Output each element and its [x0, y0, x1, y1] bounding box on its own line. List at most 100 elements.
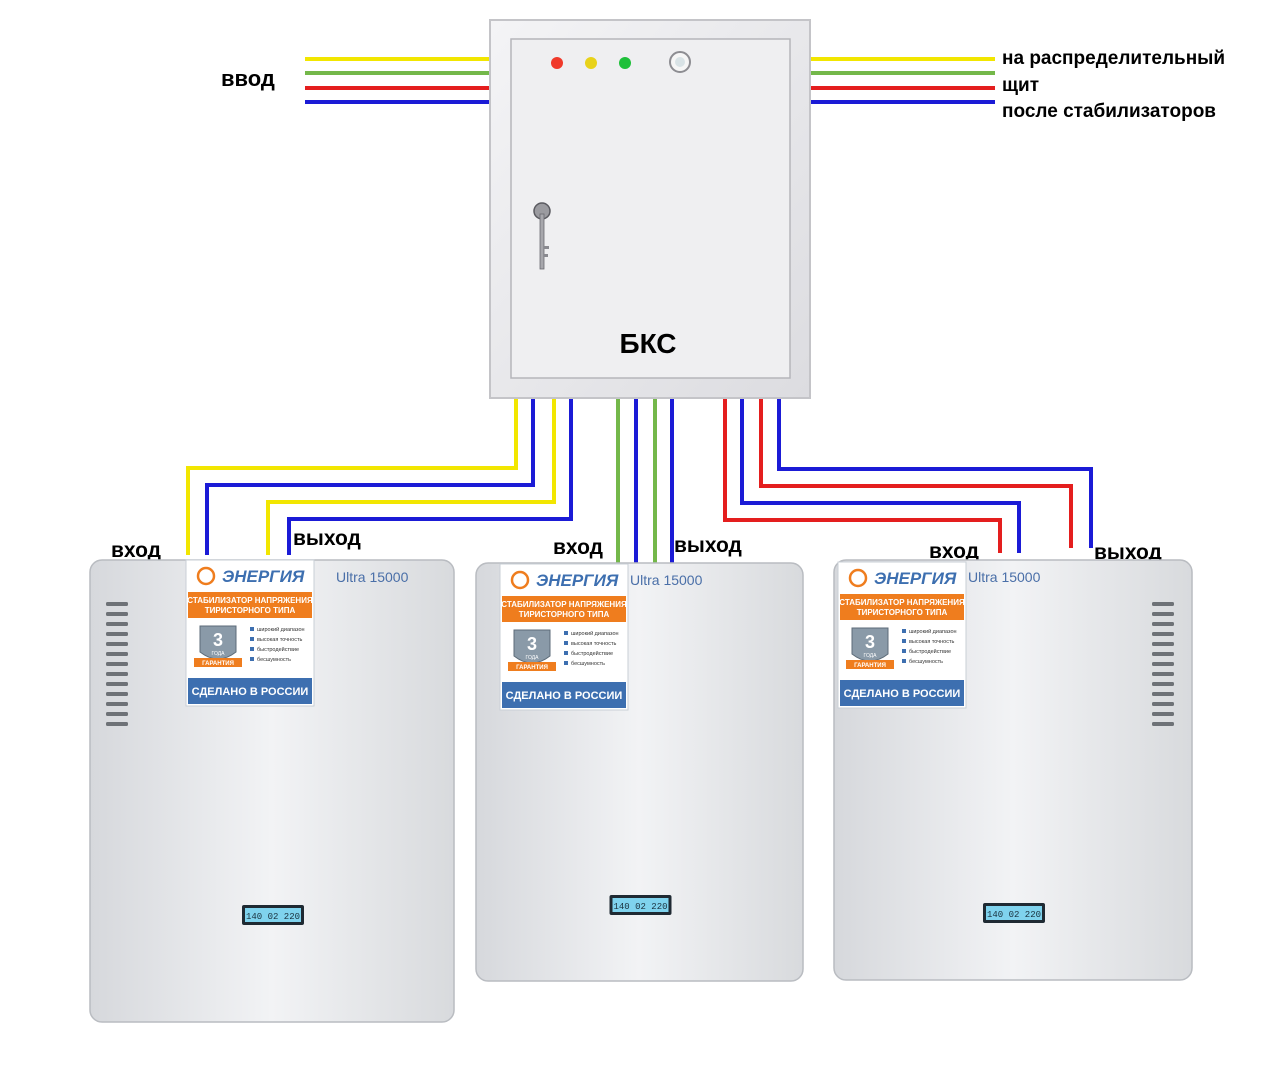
stab1-out-label: выход — [293, 527, 361, 550]
vent-slot — [1152, 642, 1174, 646]
vent-slot — [106, 672, 128, 676]
feature-item: широкий диапазон — [257, 626, 305, 633]
warranty-ribbon — [508, 662, 556, 671]
warranty-word: ГОДА — [864, 653, 878, 659]
main-output-wires — [810, 57, 995, 104]
brand-logo-icon — [848, 568, 868, 588]
feature-bullet-icon — [564, 651, 568, 655]
stab3-in-label: вход — [929, 540, 979, 563]
type-line-1: СТАБИЛИЗАТОР НАПРЯЖЕНИЯ — [187, 596, 313, 605]
key-lock-icon — [533, 202, 551, 270]
type-banner — [188, 592, 312, 618]
wire-yellow-out — [266, 398, 556, 555]
vent-slot — [106, 702, 128, 706]
vent-slot — [1152, 652, 1174, 656]
bks-cabinet: БКС — [489, 19, 811, 399]
feature-bullet-icon — [902, 649, 906, 653]
vent-slot — [1152, 662, 1174, 666]
made-in-text: СДЕЛАНО В РОССИИ — [506, 690, 623, 702]
warranty-number: 3 — [213, 630, 223, 650]
power-button-lens — [675, 57, 685, 67]
feature-item: широкий диапазон — [571, 630, 619, 637]
vent-slot — [106, 682, 128, 686]
made-in-text: СДЕЛАНО В РОССИИ — [192, 686, 309, 698]
output-dist-label-3: после стабилизаторов — [1002, 101, 1216, 122]
stab3-out-label: выход — [1094, 541, 1162, 564]
wires-stabilizer-3 — [723, 398, 1093, 553]
feature-item: быстродействие — [909, 648, 951, 655]
feature-bullet-icon — [564, 631, 568, 635]
made-in-text: СДЕЛАНО В РОССИИ — [844, 688, 961, 700]
wire-blue-out — [777, 398, 1093, 548]
feature-bullet-icon — [250, 637, 254, 641]
vent-slot — [106, 652, 128, 656]
feature-bullet-icon — [250, 647, 254, 651]
brand-logo-text: ЭНЕРГИЯ — [222, 567, 305, 586]
display-readout: 140 02 220 — [987, 910, 1041, 920]
warranty-word: ГОДА — [212, 651, 226, 657]
type-line-1: СТАБИЛИЗАТОР НАПРЯЖЕНИЯ — [839, 598, 965, 607]
vent-slot — [1152, 622, 1174, 626]
wire-red-in — [723, 398, 1002, 553]
warranty-number: 3 — [865, 632, 875, 652]
vent-slot — [106, 602, 128, 606]
vent-slot — [1152, 602, 1174, 606]
brand-logo-icon — [196, 566, 216, 586]
vent-slot — [1152, 702, 1174, 706]
cabinet-door — [510, 38, 791, 379]
vent-slot — [106, 612, 128, 616]
product-sticker: ЭНЕРГИЯ СТАБИЛИЗАТОР НАПРЯЖЕНИЯТИРИСТОРНО… — [185, 559, 315, 707]
feature-item: быстродействие — [257, 646, 299, 653]
feature-bullet-icon — [902, 639, 906, 643]
stab2-out-label: выход — [674, 534, 742, 557]
feature-item: высокая точность — [257, 637, 302, 643]
vent-slot — [106, 632, 128, 636]
vent-slot — [1152, 612, 1174, 616]
feature-item: высокая точность — [571, 641, 616, 647]
made-in-banner — [502, 682, 626, 708]
feature-item: широкий диапазон — [909, 628, 957, 635]
vent-slot — [1152, 722, 1174, 726]
vent-slot — [106, 662, 128, 666]
type-line-2: ТИРИСТОРНОГО ТИПА — [205, 606, 296, 615]
vent-slot — [106, 622, 128, 626]
type-line-2: ТИРИСТОРНОГО ТИПА — [519, 610, 610, 619]
warranty-ribbon-text: ГАРАНТИЯ — [516, 665, 548, 671]
main-input-wires — [305, 57, 490, 104]
vent-slot — [1152, 672, 1174, 676]
feature-item: высокая точность — [909, 639, 954, 645]
stab2-in-label: вход — [553, 536, 603, 559]
wire-blue-in — [740, 398, 1021, 553]
feature-bullet-icon — [902, 659, 906, 663]
voltage-display: 140 02 220 — [242, 905, 304, 925]
vent-slot — [106, 642, 128, 646]
vent-slot — [106, 722, 128, 726]
wire-blue-out — [287, 398, 573, 555]
type-banner — [502, 596, 626, 622]
made-in-banner — [840, 680, 964, 706]
display-readout: 140 02 220 — [246, 912, 300, 922]
wires-stabilizer-1 — [186, 398, 573, 555]
warranty-ribbon-text: ГАРАНТИЯ — [854, 663, 886, 669]
vent-slot — [1152, 682, 1174, 686]
made-in-banner — [188, 678, 312, 704]
vent-slot — [106, 692, 128, 696]
box-label: БКС — [619, 328, 676, 359]
output-dist-label-2: щит — [1002, 75, 1039, 96]
indicator-red-icon — [551, 57, 563, 69]
indicator-green-icon — [619, 57, 631, 69]
warranty-number: 3 — [527, 634, 537, 654]
feature-item: быстродействие — [571, 650, 613, 657]
feature-item: бесшумность — [257, 657, 291, 663]
vent-slot — [1152, 692, 1174, 696]
feature-item: бесшумность — [909, 659, 943, 665]
wire-blue-in — [205, 398, 535, 555]
type-line-2: ТИРИСТОРНОГО ТИПА — [857, 608, 948, 617]
input-main-label: ввод — [221, 66, 275, 91]
feature-item: бесшумность — [571, 661, 605, 667]
